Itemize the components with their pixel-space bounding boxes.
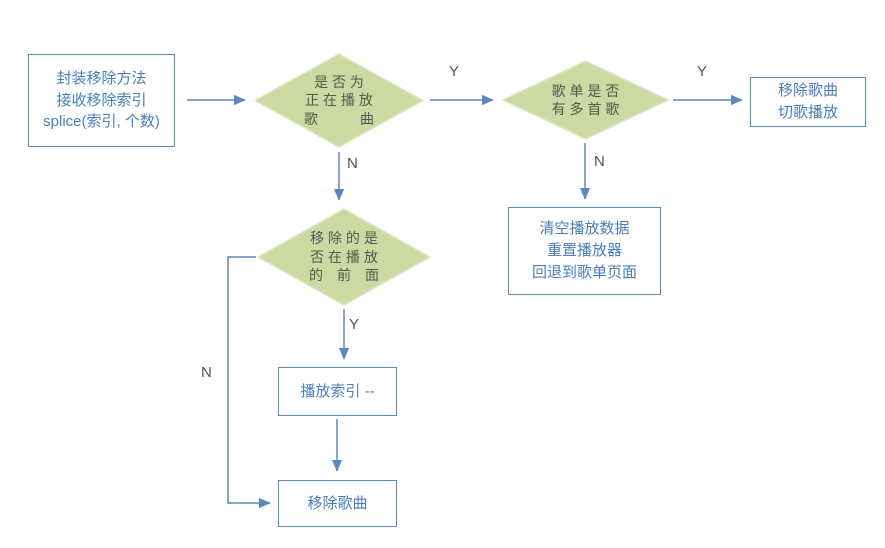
clear-reset-box-line: 清空播放数据 (539, 220, 630, 238)
is-playing-decision-line: 正 在 播 放 (305, 92, 373, 109)
start-box-line: splice(索引, 个数) (43, 113, 160, 131)
branch-label-no: N (347, 155, 358, 172)
before-playing-decision-line: 移 除 的 是 (310, 230, 378, 247)
index-decrement-box-line: 播放索引 -- (300, 382, 375, 400)
remove-song-box-line: 移除歌曲 (307, 494, 368, 512)
clear-reset-box[interactable]: 清空播放数据 重置播放器 回退到歌单页面 (508, 207, 661, 295)
branch-label-yes: Y (449, 63, 460, 80)
remove-song-box[interactable]: 移除歌曲 (278, 480, 397, 527)
index-decrement-box[interactable]: 播放索引 -- (278, 367, 397, 416)
branch-label-yes: Y (349, 316, 360, 333)
before-playing-decision[interactable]: 移 除 的 是 否 在 播 放 的 前 面 (256, 208, 432, 306)
branch-label-yes: Y (697, 63, 708, 80)
is-playing-decision[interactable]: 是 否 为 正 在 播 放 歌 曲 (253, 53, 425, 148)
before-playing-decision-line: 的 前 面 (309, 267, 379, 284)
start-box[interactable]: 封装移除方法 接收移除索引 splice(索引, 个数) (28, 54, 175, 147)
branch-label-no: N (201, 364, 212, 381)
clear-reset-box-line: 重置播放器 (546, 242, 622, 260)
clear-reset-box-line: 回退到歌单页面 (531, 263, 637, 281)
is-playing-decision-line: 是 否 为 (314, 73, 364, 90)
before-playing-decision-line: 否 在 播 放 (310, 248, 378, 265)
multi-song-decision[interactable]: 歌 单 是 否 有 多 首 歌 (501, 60, 670, 140)
remove-switch-box-line: 移除歌曲 (777, 82, 838, 100)
remove-switch-box-line: 切歌播放 (777, 104, 838, 121)
start-box-line: 封装移除方法 (56, 69, 147, 87)
start-box-line: 接收移除索引 (56, 91, 147, 109)
diamond-shape (253, 53, 425, 148)
is-playing-decision-line: 歌 曲 (304, 110, 374, 127)
multi-song-decision-line: 有 多 首 歌 (551, 101, 620, 117)
diamond-shape (501, 60, 670, 140)
multi-song-decision-line: 歌 单 是 否 (551, 82, 620, 99)
diamond-shape (256, 208, 432, 306)
remove-switch-box[interactable]: 移除歌曲 切歌播放 (750, 77, 866, 127)
branch-label-no: N (594, 153, 605, 170)
